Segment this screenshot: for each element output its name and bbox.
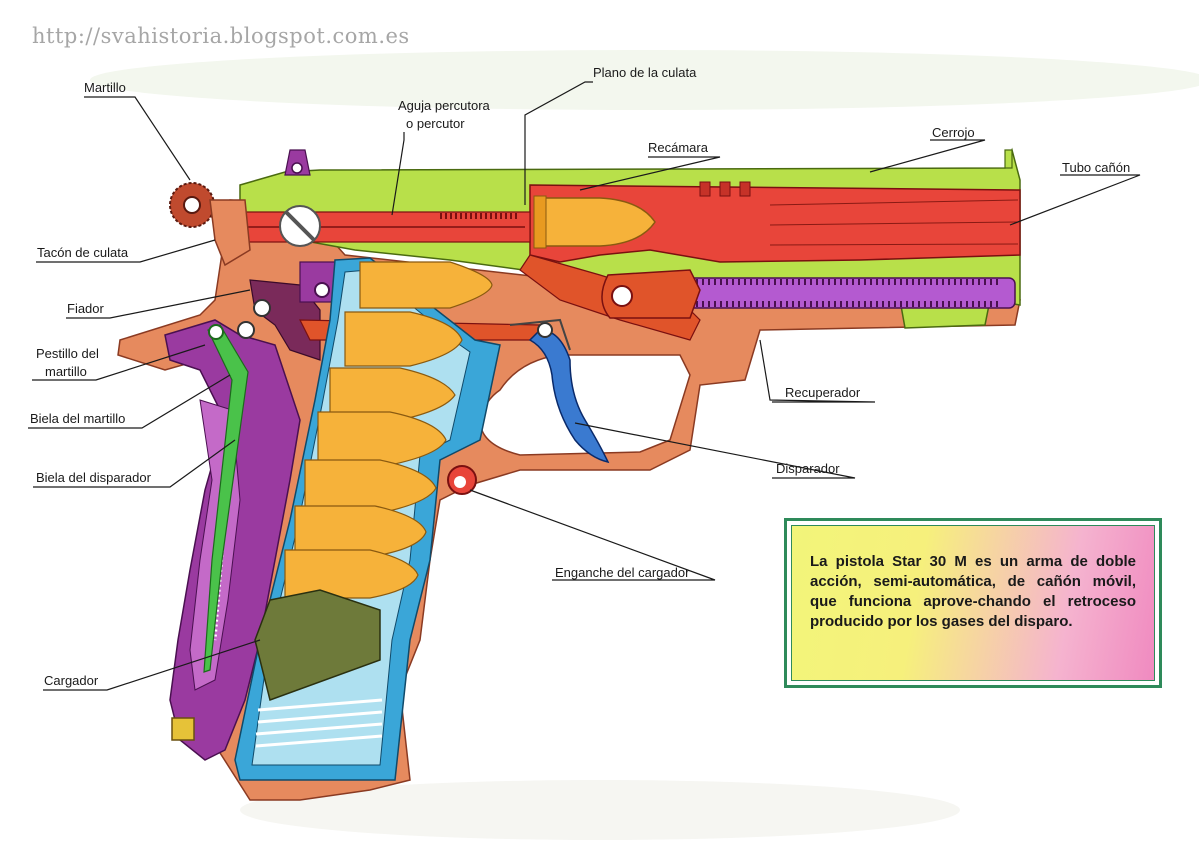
label-tacon-culata: Tacón de culata [37,245,129,260]
label-plano-culata: Plano de la culata [593,65,697,80]
magazine-spring [255,698,383,748]
magazine-follower [254,589,381,701]
description-panel: La pistola Star 30 M es un arma de doble… [791,525,1155,681]
label-biela-martillo: Biela del martillo [30,411,126,426]
label-aguja-percutora: Aguja percutora [398,98,490,113]
label-fiador: Fiador [67,301,104,316]
cartridge-stack [284,261,493,599]
label-cerrojo: Cerrojo [932,125,975,140]
barrel [529,184,1021,263]
label-tubo-canon: Tubo cañón [1062,160,1131,175]
label-recamara: Recámara [648,140,708,155]
description-box: La pistola Star 30 M es un arma de doble… [784,518,1162,688]
description-text: La pistola Star 30 M es un arma de doble… [810,553,1136,630]
label-pestillo-martillo: martillo [45,364,87,379]
hammer [169,182,251,267]
label-cargador: Cargador [44,673,99,688]
hammer-strut [203,324,249,673]
label-enganche-cargador: Enganche del cargador [555,565,690,580]
label-recuperador: Recuperador [785,385,861,400]
leader-lines [28,81,1141,691]
label-o-percutor: o percutor [406,116,465,131]
label-pestillo-del: Pestillo del [36,346,99,361]
watermark-url: http://svahistoria.blogspot.com.es [32,24,410,48]
chambered-round [539,197,656,247]
label-biela-disparador: Biela del disparador [36,470,151,485]
trigger [528,329,610,464]
label-disparador: Disparador [776,461,840,476]
label-martillo: Martillo [84,80,126,95]
